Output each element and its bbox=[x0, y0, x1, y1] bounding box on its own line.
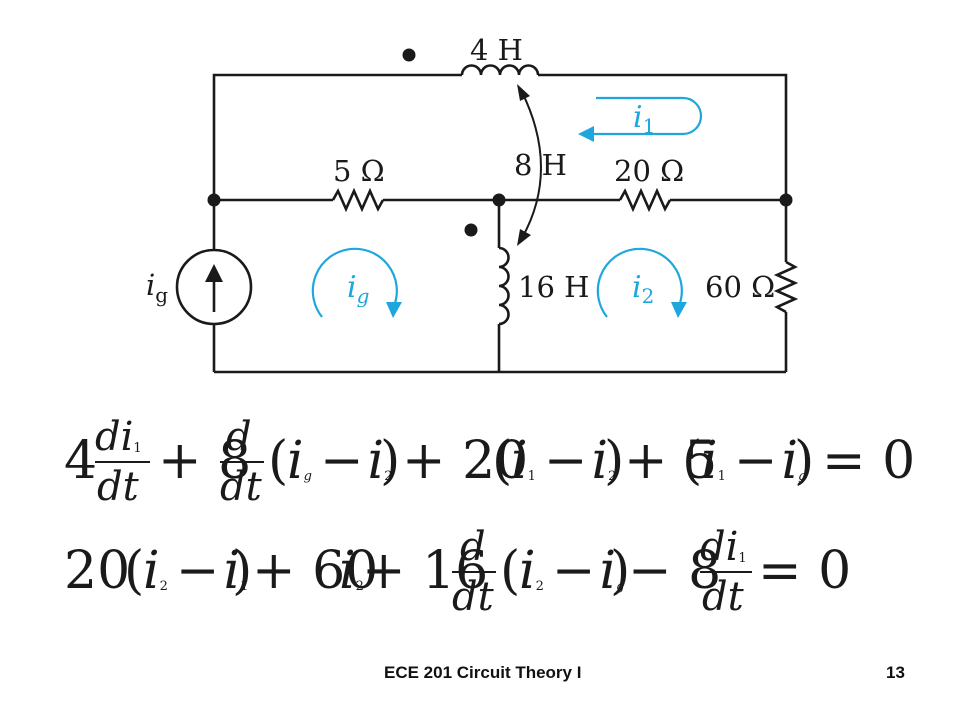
dot-marker-16h bbox=[464, 223, 478, 237]
equation-2: 20 ( i2−i1 ) + 60 i2 + 16 d dt ( i2−ig )… bbox=[64, 524, 851, 620]
eq2-group1: i2−i1 bbox=[143, 541, 248, 601]
resistor-60ohm bbox=[773, 260, 799, 314]
node-center bbox=[492, 193, 506, 207]
eq1-paren-close-2: ) bbox=[604, 431, 624, 491]
page-number: 13 bbox=[886, 663, 905, 682]
eq1-term-20: + 20 bbox=[402, 431, 528, 491]
eq2-term-60: + 60 bbox=[252, 541, 378, 601]
top-wire-right bbox=[538, 73, 788, 200]
mesh-arrowheads bbox=[386, 126, 687, 318]
mutual-coupling-arc bbox=[521, 91, 542, 239]
dot-marker-4h bbox=[402, 48, 416, 62]
label-16h: 16 H bbox=[518, 270, 589, 304]
label-20ohm: 20 Ω bbox=[614, 154, 684, 188]
label-8h: 8 H bbox=[514, 148, 567, 182]
eq2-term-60-var: i2 bbox=[339, 541, 364, 601]
inductor-16h bbox=[498, 246, 510, 326]
eq2-paren-close-1: ) bbox=[232, 541, 252, 601]
mutual-arrowhead-top-icon bbox=[517, 84, 530, 101]
label-4h: 4 H bbox=[470, 33, 523, 67]
label-source-ig: ig bbox=[146, 268, 168, 307]
label-loop-i2: i2 bbox=[632, 270, 654, 308]
loop-i1-arrow-icon bbox=[578, 126, 594, 142]
eq2-frac2-den: dt bbox=[702, 574, 745, 620]
eq2-paren-open-2: ( bbox=[500, 541, 520, 601]
eq1-frac1-den: dt bbox=[97, 464, 140, 510]
eq2-frac1-den: dt bbox=[452, 574, 495, 620]
eq1-group2: i1−i2 bbox=[511, 431, 616, 491]
eq2-rhs: = 0 bbox=[758, 541, 851, 601]
eq1-paren-open-3: ( bbox=[682, 431, 702, 491]
loop-i2-arrow-icon bbox=[671, 302, 687, 318]
equation-1: 4 di1 dt + 8 d dt ( ig−i2 ) + 20 ( i1−i2… bbox=[64, 414, 915, 510]
eq1-group3: i1−ig bbox=[701, 431, 806, 491]
label-loop-ig: ig bbox=[347, 270, 369, 308]
eq2-paren-close-2: ) bbox=[610, 541, 630, 601]
eq1-paren-close-1: ) bbox=[380, 431, 400, 491]
eq1-rhs: = 0 bbox=[822, 431, 915, 491]
resistor-20ohm bbox=[618, 187, 672, 213]
eq2-coef-20: 20 bbox=[64, 541, 130, 601]
mutual-arrowhead-bottom-icon bbox=[517, 229, 531, 246]
eq1-paren-open-1: ( bbox=[268, 431, 288, 491]
label-60ohm: 60 Ω bbox=[705, 270, 775, 304]
inductor-4h bbox=[460, 64, 540, 76]
circuit-diagram bbox=[175, 64, 799, 374]
top-wire bbox=[212, 73, 462, 200]
eq1-frac1-num: di1 bbox=[95, 414, 142, 460]
loop-ig-arrow-icon bbox=[386, 302, 402, 318]
arrow-heads bbox=[205, 84, 531, 282]
eq1-coef-4: 4 bbox=[64, 431, 97, 491]
loop-i1-path bbox=[590, 96, 703, 136]
resistor-5ohm bbox=[331, 187, 385, 213]
eq1-term-5: + 5 bbox=[624, 431, 717, 491]
node-left bbox=[207, 193, 221, 207]
eq1-paren-close-3: ) bbox=[794, 431, 814, 491]
eq2-frac1-num: d bbox=[460, 524, 486, 570]
loop-ig-path bbox=[311, 247, 398, 318]
eq2-paren-open-1: ( bbox=[124, 541, 144, 601]
source-arrow-head-icon bbox=[205, 264, 223, 282]
mesh-currents bbox=[311, 96, 703, 318]
eq1-paren-open-2: ( bbox=[492, 431, 512, 491]
eq1-frac2-num: d bbox=[226, 414, 252, 460]
eq1-group1: ig−i2 bbox=[287, 431, 392, 491]
nodes bbox=[207, 48, 793, 237]
label-loop-i1: i1 bbox=[633, 100, 655, 138]
node-right bbox=[779, 193, 793, 207]
footer-title: ECE 201 Circuit Theory I bbox=[384, 663, 582, 682]
eq1-frac2-den: dt bbox=[220, 464, 263, 510]
eq2-frac2-num: di1 bbox=[700, 524, 747, 570]
label-5ohm: 5 Ω bbox=[333, 154, 385, 188]
loop-i2-path bbox=[596, 247, 683, 318]
eq2-group2: i2−ig bbox=[519, 541, 624, 601]
